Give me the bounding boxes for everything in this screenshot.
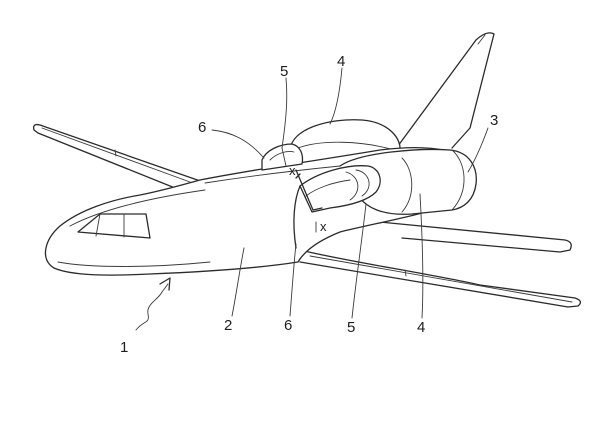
section-marker-upper: x: [289, 163, 296, 178]
label-aircraft: 1: [120, 339, 128, 356]
label-engine-nacelle-lower: 4: [417, 319, 425, 336]
label-engine-inlet-lower: 5: [347, 319, 355, 336]
vertical-tail: [395, 33, 494, 150]
label-wing: 3: [490, 112, 498, 129]
left-wing: [34, 125, 206, 188]
label-engine-nacelle-upper: 4: [337, 53, 345, 70]
label-engine-inlet-upper: 5: [280, 63, 288, 80]
right-wing: [300, 222, 580, 307]
section-marker-lower: x: [320, 219, 327, 234]
label-intake-fairing-upper: 6: [198, 119, 206, 136]
label-fuselage: 2: [224, 317, 232, 334]
label-intake-fairing-lower: 6: [284, 317, 292, 334]
